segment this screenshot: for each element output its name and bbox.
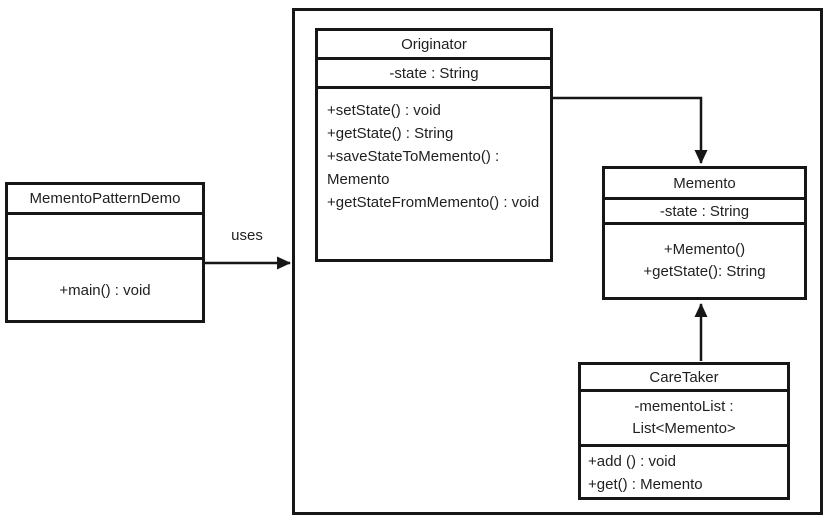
methods-section: +Memento() +getState(): String xyxy=(605,225,804,297)
method-entry: +Memento() xyxy=(663,241,746,258)
class-mementopatterndemo: MementoPatternDemo +main() : void xyxy=(5,182,205,323)
method-entry: +add () : void xyxy=(588,453,676,470)
class-title: Memento xyxy=(605,169,804,200)
attribute-entry: -state : String xyxy=(659,202,750,220)
attributes-section-empty xyxy=(8,215,202,260)
attributes-section: -mementoList : List<Memento> xyxy=(581,392,787,447)
class-memento: Memento -state : String +Memento() +getS… xyxy=(602,166,807,300)
class-title: CareTaker xyxy=(581,365,787,392)
class-title: Originator xyxy=(318,31,550,60)
attributes-section: -state : String xyxy=(605,200,804,225)
method-entry: +getState(): String xyxy=(643,263,766,280)
methods-section: +add () : void +get() : Memento xyxy=(581,447,787,497)
class-originator: Originator -state : String +setState() :… xyxy=(315,28,553,262)
method-entry: +saveStateToMemento() : Memento xyxy=(327,148,500,188)
methods-section: +setState() : void +getState() : String … xyxy=(318,89,550,259)
methods-section: +main() : void xyxy=(8,260,202,320)
attributes-section: -state : String xyxy=(318,60,550,89)
class-caretaker: CareTaker -mementoList : List<Memento> +… xyxy=(578,362,790,500)
method-entry: +main() : void xyxy=(59,281,151,299)
uses-relationship-label: uses xyxy=(231,227,263,244)
attribute-entry: -state : String xyxy=(389,64,479,82)
class-title: MementoPatternDemo xyxy=(8,185,202,215)
method-entry: +get() : Memento xyxy=(588,476,703,493)
method-entry: +getStateFromMemento() : void xyxy=(327,194,540,211)
method-entry: +getState() : String xyxy=(327,125,454,142)
method-entry: +setState() : void xyxy=(327,102,441,119)
attribute-entry: -mementoList : List<Memento> xyxy=(632,398,736,437)
